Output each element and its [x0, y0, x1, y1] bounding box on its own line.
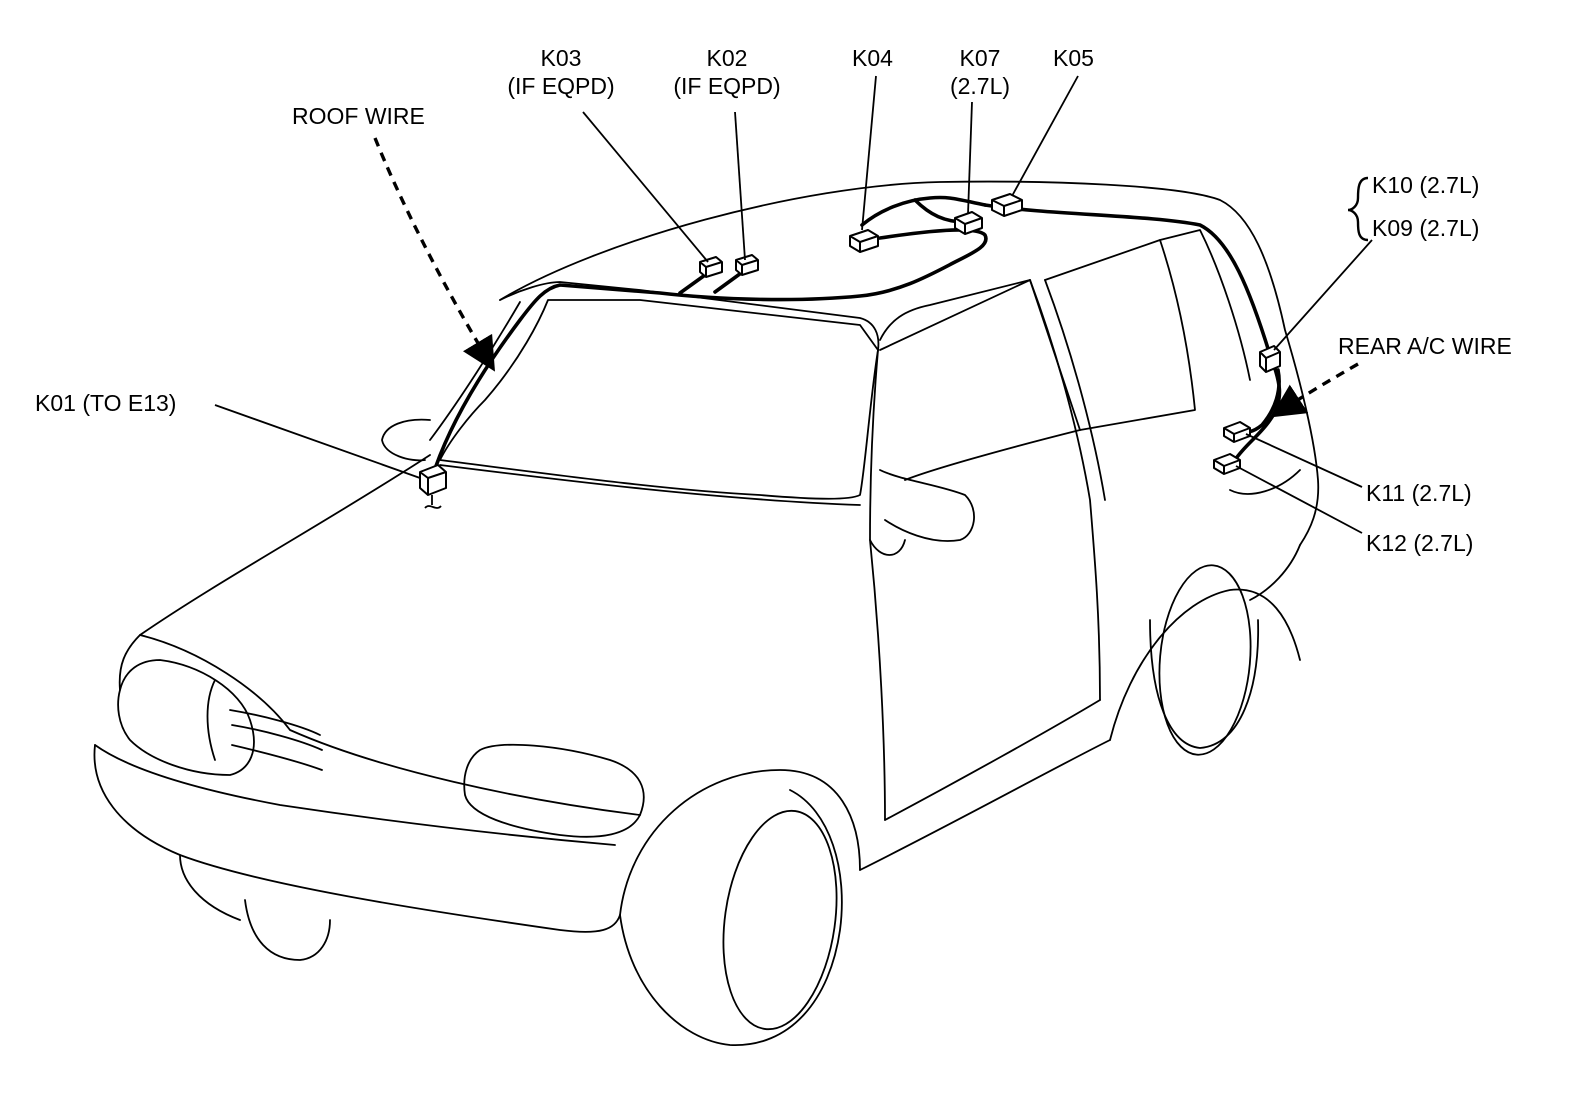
connector-k12: [1213, 453, 1241, 475]
leader-k01: [214, 404, 421, 479]
leader-k12: [1235, 465, 1363, 534]
connector-k02: [735, 254, 759, 276]
leader-k05: [1011, 75, 1079, 197]
label-k03: K03 (IF EQPD): [506, 44, 616, 100]
label-k07-code: K07: [959, 45, 1001, 71]
label-k11: K11 (2.7L): [1366, 480, 1472, 506]
label-k10: K10 (2.7L): [1372, 172, 1480, 198]
leader-k10-k09: [1273, 239, 1373, 351]
connector-k03: [699, 256, 723, 278]
leader-k07: [967, 101, 973, 215]
connector-k07: [954, 211, 983, 235]
label-rear-ac-wire: REAR A/C WIRE: [1338, 333, 1512, 359]
label-k07-note: (2.7L): [949, 73, 1011, 99]
connector-k01: [419, 464, 447, 509]
connector-k04: [849, 229, 879, 253]
roof-wire-arrow: [373, 137, 495, 372]
leader-lines: [214, 75, 1373, 534]
label-k03-note: (IF EQPD): [507, 73, 615, 99]
connector-k11: [1223, 421, 1251, 443]
leader-k04: [861, 75, 877, 231]
connector-k10-k09: [1259, 345, 1281, 373]
connectors: [419, 193, 1281, 509]
rear-ac-wire-arrow: [1270, 362, 1359, 418]
leader-k02: [734, 111, 746, 261]
label-k09: K09 (2.7L): [1372, 215, 1480, 241]
label-k02-code: K02: [706, 45, 748, 71]
label-k01: K01 (TO E13): [35, 390, 177, 416]
label-k12: K12 (2.7L): [1366, 530, 1474, 556]
k10-k09-brace: [1347, 176, 1369, 242]
label-k04: K04: [852, 45, 893, 71]
label-roof-wire: ROOF WIRE: [292, 103, 425, 129]
label-k05: K05: [1053, 45, 1094, 71]
vehicle-body: [93, 180, 1320, 1046]
connector-k05: [991, 193, 1023, 217]
roof-wire-harness: [430, 195, 1282, 480]
label-k02-note: (IF EQPD): [673, 73, 781, 99]
leader-k11: [1245, 433, 1363, 488]
label-k03-code: K03: [540, 45, 582, 71]
leader-k03: [582, 111, 709, 263]
label-k07: K07 (2.7L): [940, 44, 1020, 100]
label-k02: K02 (IF EQPD): [672, 44, 782, 100]
